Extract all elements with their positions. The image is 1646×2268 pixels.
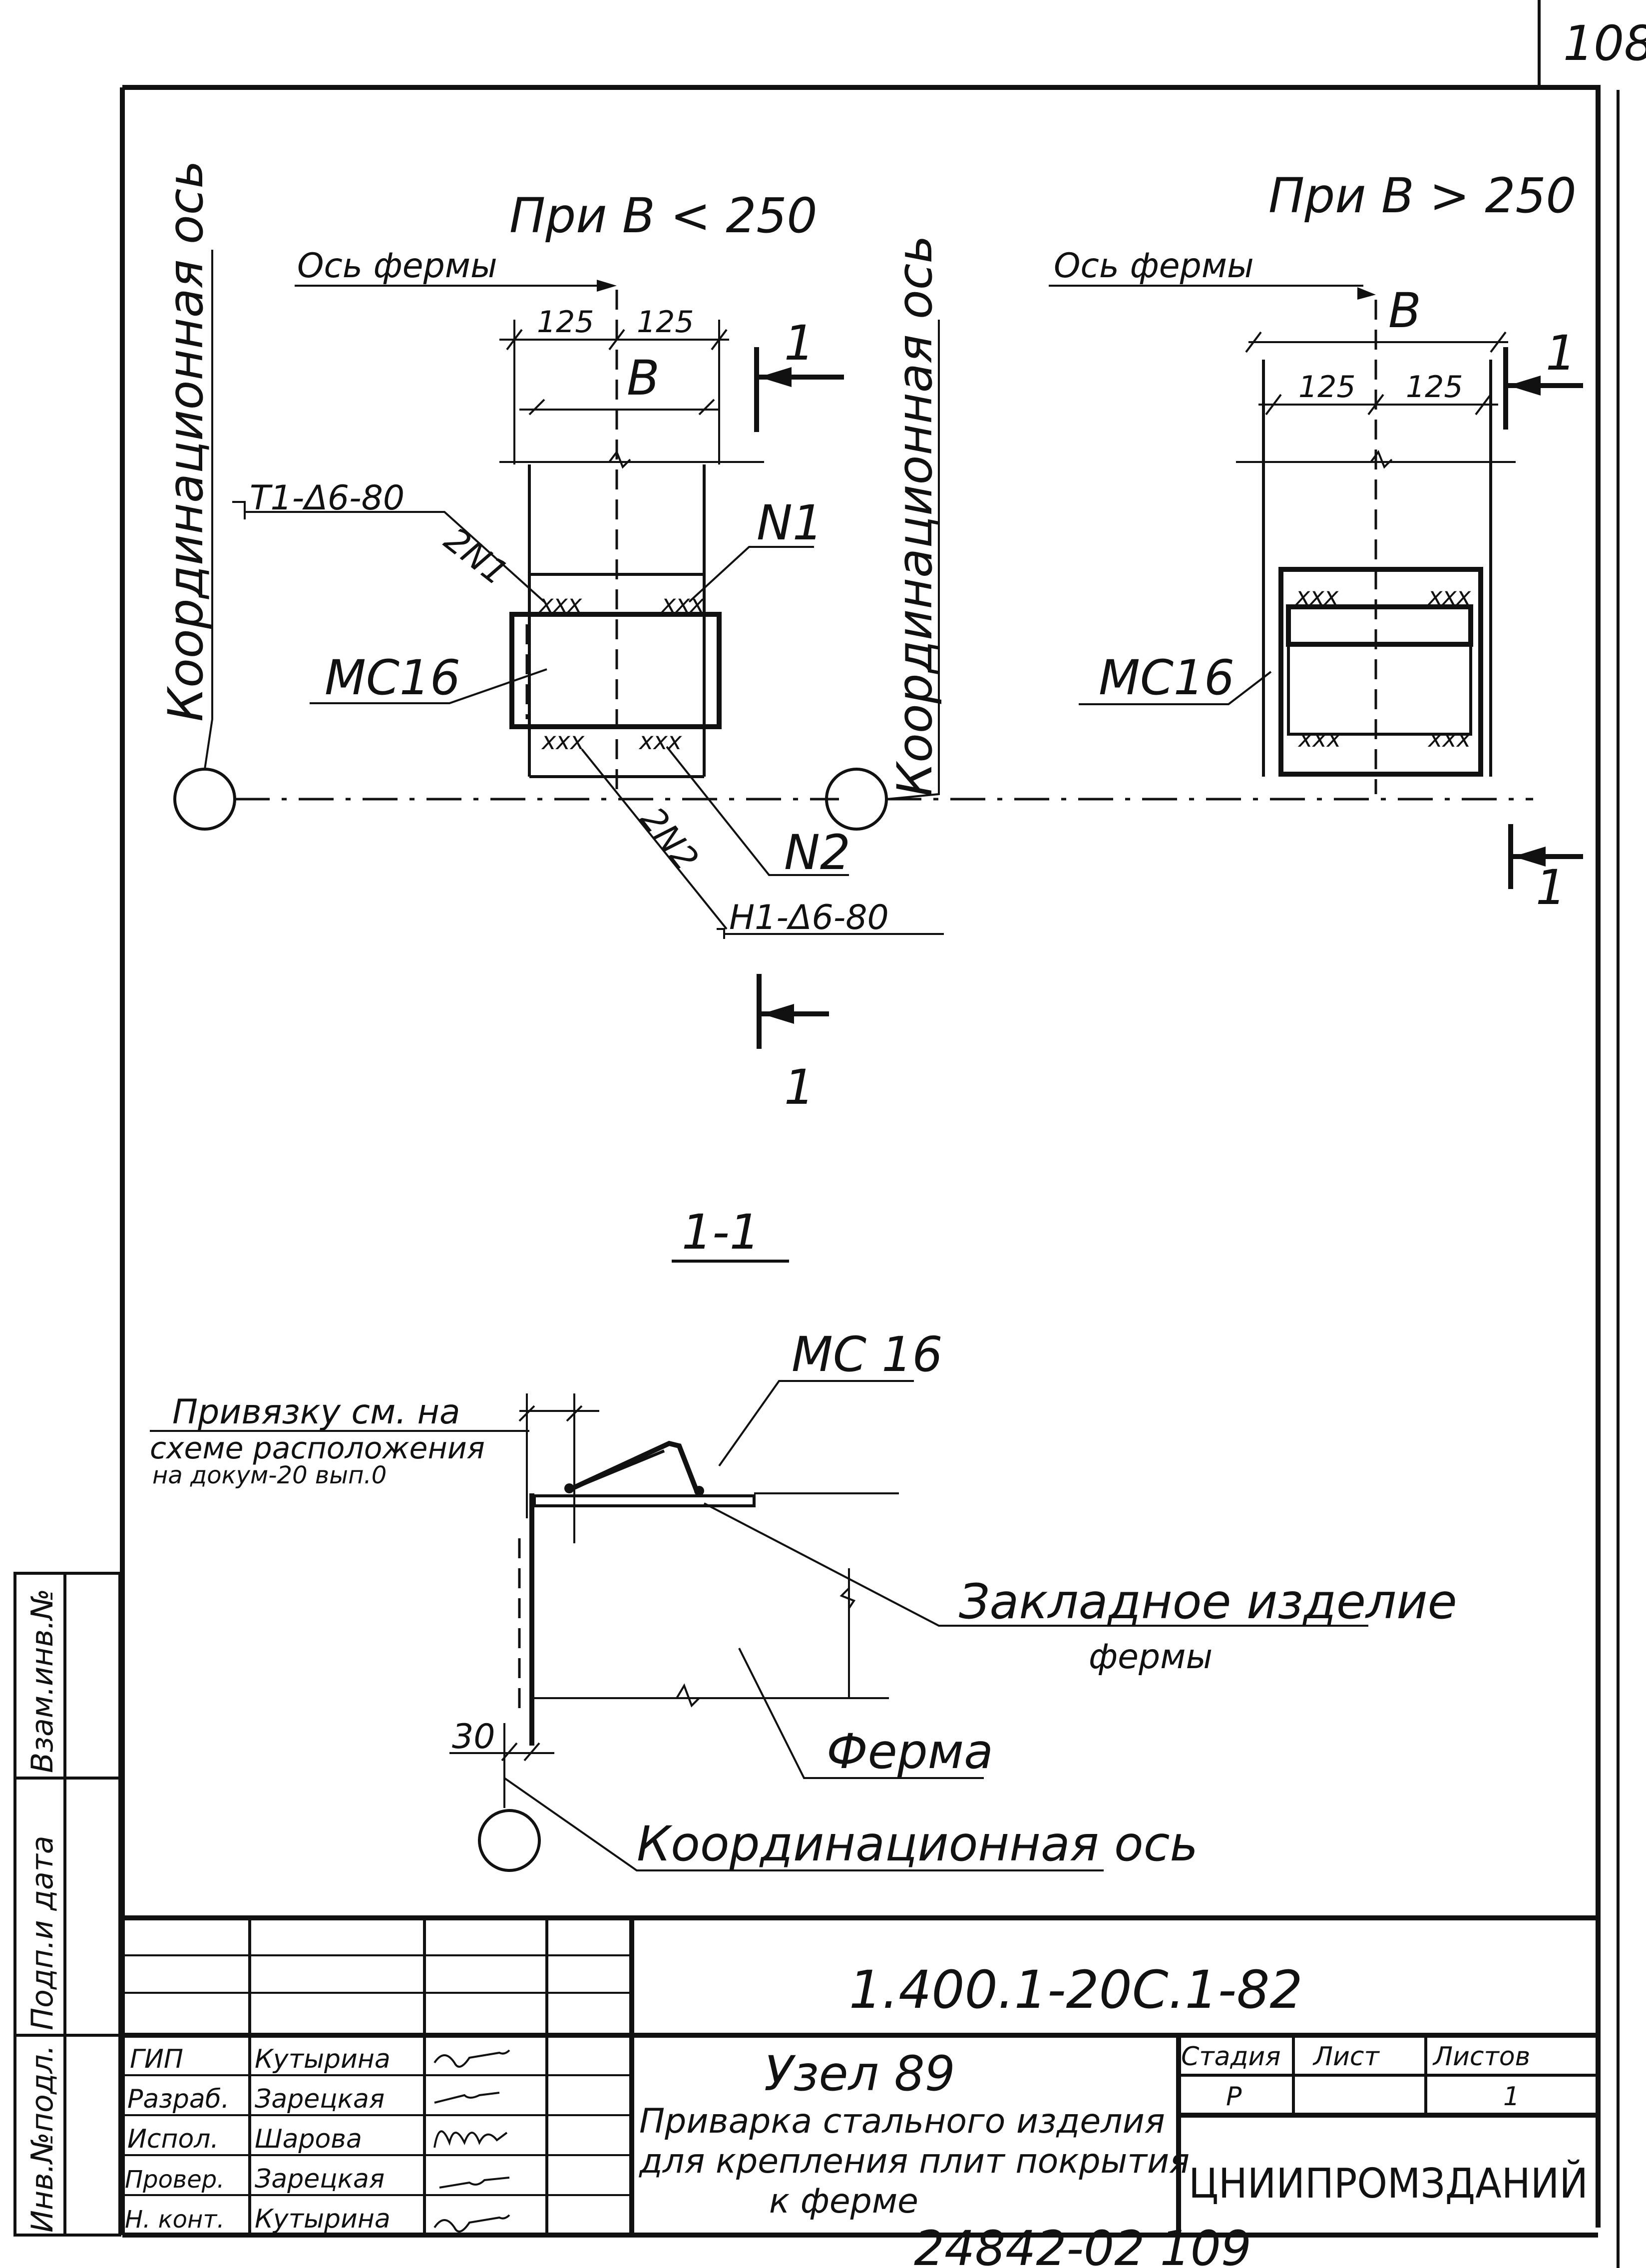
- svg-text:xxx: xxx: [1297, 725, 1341, 753]
- tb-role-5: Н. конт.: [125, 2206, 225, 2234]
- svg-text:xxx: xxx: [541, 727, 585, 755]
- right-truss-axis-label: Ось фермы: [1054, 246, 1254, 286]
- footer-code: 24842-02 109: [914, 2221, 1251, 2268]
- sheet-frame: [120, 0, 1620, 2268]
- truss-label: Ферма: [826, 1724, 993, 1780]
- right-view: При В > 250 Ось фермы В 125 125 xxx xxx …: [825, 168, 1583, 915]
- section-note-line2: схеме расположения: [150, 1431, 485, 1466]
- tb-role-1: ГИП: [130, 2044, 183, 2074]
- desc-line-1: Приварка стального изделия: [639, 2102, 1165, 2141]
- embedded-label-line1: Закладное изделие: [959, 1574, 1457, 1630]
- tb-role-3: Испол.: [127, 2124, 219, 2154]
- tb-name-5: Кутырина: [255, 2204, 391, 2234]
- right-dim-b: В: [1388, 283, 1421, 339]
- left-channel-label: МС16: [325, 650, 460, 706]
- left-mark-n1: N1: [757, 495, 823, 551]
- tb-role-4: Провер.: [125, 2166, 224, 2194]
- right-view-title: При В > 250: [1268, 168, 1577, 224]
- left-section-mark-top: 1: [784, 315, 815, 371]
- left-weld-top: Т1-Δ6-80: [250, 478, 405, 518]
- stage-header: Стадия: [1181, 2042, 1281, 2072]
- sheets-value: 1: [1503, 2082, 1520, 2112]
- stage-value: Р: [1226, 2082, 1242, 2112]
- organization: ЦНИИПРОМЗДАНИЙ: [1189, 2159, 1588, 2208]
- left-view-title: При В < 250: [509, 188, 818, 244]
- section-note-line1: Привязку см. на: [172, 1392, 460, 1432]
- side-stamp-inventory: Инв.№подл.: [25, 2045, 60, 2233]
- right-channel-label: МС16: [1099, 650, 1234, 706]
- right-section-mark-bottom: 1: [1536, 860, 1566, 915]
- section-title: 1-1: [682, 1204, 760, 1260]
- tb-name-2: Зарецкая: [255, 2084, 385, 2114]
- svg-text:xxx: xxx: [638, 727, 682, 755]
- section-note-line3: на докум-20 вып.0: [152, 1461, 387, 1489]
- tb-name-1: Кутырина: [255, 2044, 391, 2074]
- left-dim-125-b: 125: [637, 305, 694, 340]
- left-mark-2n2: 2N2: [633, 800, 706, 879]
- left-view: При В < 250 Ось фермы 125 125 В xxx xxx …: [158, 160, 944, 1115]
- sheet-number: 108: [1563, 15, 1646, 71]
- desc-line-2: для крепления плит покрытия: [639, 2142, 1190, 2181]
- svg-text:xxx: xxx: [1427, 582, 1471, 610]
- right-dim-125-b: 125: [1406, 370, 1463, 405]
- sheet-header: Лист: [1312, 2042, 1380, 2072]
- left-mark-2n1: 2N1: [437, 520, 515, 593]
- title-block: ГИП Кутырина Разраб. Зарецкая Испол. Шар…: [122, 1915, 1598, 2235]
- svg-text:xxx: xxx: [538, 590, 582, 618]
- right-coord-axis-label: Координационная ось: [887, 235, 943, 797]
- section-channel-label: МС 16: [792, 1327, 943, 1382]
- side-stamp-signature-date: Подп.и дата: [25, 1835, 60, 2030]
- tb-name-3: Шарова: [255, 2124, 362, 2154]
- tb-role-2: Разраб.: [127, 2084, 229, 2114]
- sheets-header: Листов: [1432, 2042, 1530, 2072]
- side-stamp-replacement: Взам.инв.№: [25, 1589, 60, 1773]
- right-section-mark-top: 1: [1546, 325, 1576, 381]
- section-view: 1-1 МС 16 Привязку см. на схеме располож…: [150, 1204, 1457, 1872]
- doc-code: 1.400.1-20С.1-82: [849, 1959, 1303, 2020]
- left-dim-b: В: [627, 350, 660, 406]
- embedded-label-line2: фермы: [1089, 1637, 1213, 1677]
- left-section-mark-bottom: 1: [784, 1059, 815, 1115]
- left-coord-axis-label: Координационная ось: [158, 160, 214, 722]
- tb-name-4: Зарецкая: [255, 2164, 385, 2194]
- node-title: Узел 89: [764, 2046, 955, 2102]
- section-coord-axis-label: Координационная ось: [637, 1816, 1198, 1872]
- dim-30: 30: [452, 1717, 495, 1757]
- svg-text:xxx: xxx: [1427, 725, 1471, 753]
- left-mark-n2: N2: [784, 825, 850, 881]
- left-dim-125-a: 125: [537, 305, 594, 340]
- desc-line-3: к ферме: [769, 2182, 918, 2221]
- right-dim-125-a: 125: [1298, 370, 1356, 405]
- svg-text:xxx: xxx: [1295, 582, 1339, 610]
- left-truss-axis-label: Ось фермы: [297, 246, 497, 286]
- left-weld-bottom: Н1-Δ6-80: [729, 898, 889, 937]
- signatures: [433, 2049, 510, 2233]
- side-stamp: Взам.инв.№ Подп.и дата Инв.№подл.: [13, 1572, 121, 2237]
